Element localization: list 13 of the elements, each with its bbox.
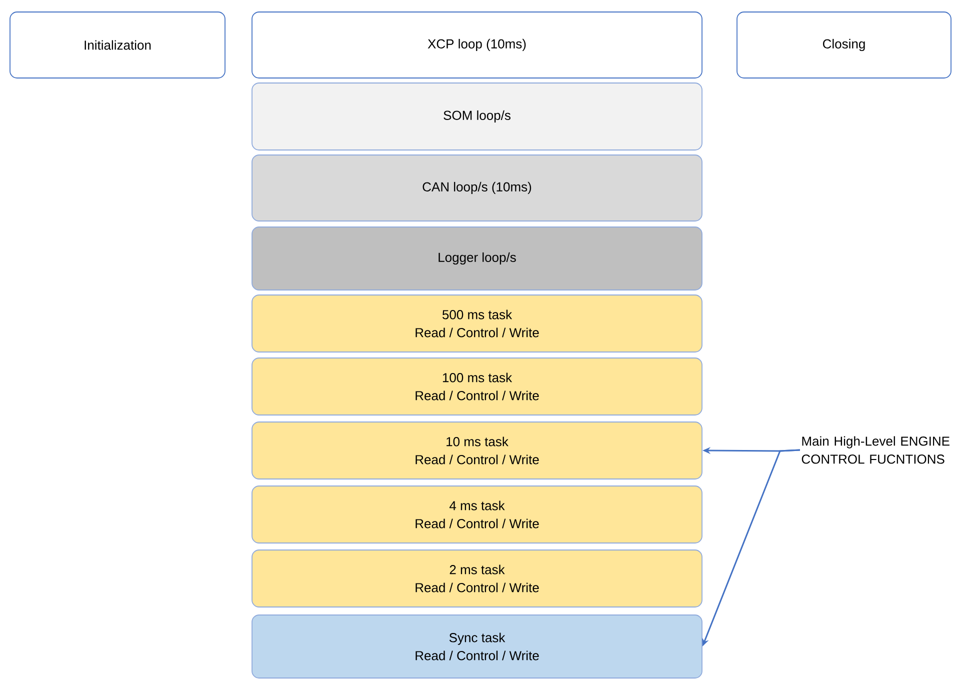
- loop-box: SOM loop/s: [252, 82, 702, 150]
- task-box: 4 ms task Read / Control / Write: [252, 486, 702, 544]
- loop-box: CAN loop/s (10ms): [252, 154, 702, 222]
- loop-box: Logger loop/s: [252, 226, 702, 290]
- task-box: 10 ms task Read / Control / Write: [252, 422, 702, 480]
- annotation-text: Main High-Level ENGINE CONTROL FUCNTIONS: [802, 436, 950, 464]
- loop-box: XCP loop (10ms): [252, 12, 702, 78]
- stage-box: Closing: [736, 12, 952, 78]
- stage-box: Initialization: [10, 12, 226, 78]
- task-box: 100 ms task Read / Control / Write: [252, 358, 702, 416]
- task-box: 500 ms task Read / Control / Write: [252, 294, 702, 352]
- task-box: 2 ms task Read / Control / Write: [252, 550, 702, 608]
- task-box: Sync task Read / Control / Write: [252, 614, 702, 678]
